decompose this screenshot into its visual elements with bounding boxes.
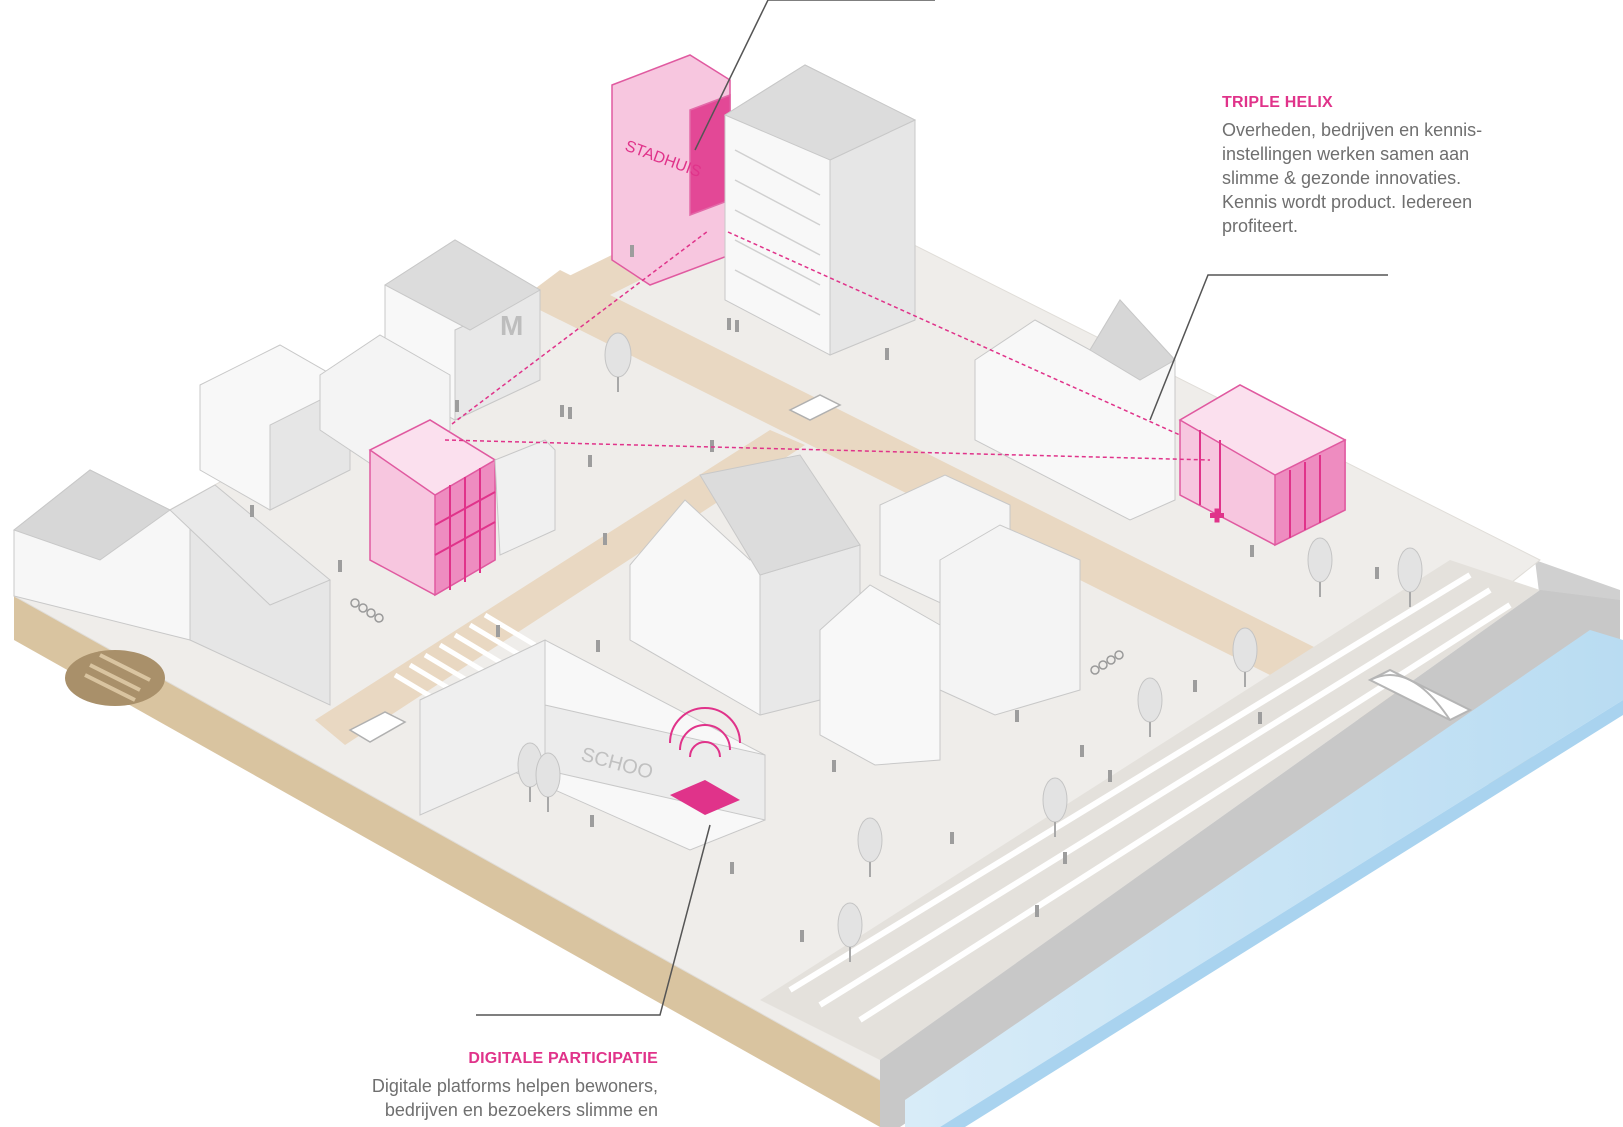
- annotation-line: slimme & gezonde innovaties.: [1222, 168, 1462, 188]
- leader-lines: [476, 0, 1388, 1016]
- tree-icon: [517, 332, 1423, 948]
- annotation-triple-helix: TRIPLE HELIX Overheden, bedrijven en ken…: [1222, 94, 1582, 238]
- person-icon: [250, 245, 1379, 942]
- canal-edge: [940, 700, 1623, 1127]
- building-pink-right: [1178, 384, 1347, 547]
- building-right-terrace: [974, 299, 1176, 521]
- pink-right-windows: [1199, 430, 1321, 538]
- promenade: [760, 560, 1540, 1060]
- car-icon: [348, 394, 842, 743]
- annotation-body: Digitale platforms helpen bewoners, bedr…: [258, 1074, 658, 1122]
- annotation-body: Overheden, bedrijven en kennis- instelli…: [1222, 118, 1582, 238]
- tunnel-icon: [65, 650, 165, 706]
- medical-cross-icon: [1210, 508, 1224, 523]
- annotation-line: Overheden, bedrijven en kennis-: [1222, 120, 1483, 140]
- annotation-title: TRIPLE HELIX: [1222, 94, 1333, 111]
- school-pink-table: [670, 780, 740, 815]
- bicycle-rack-icon: [350, 598, 1124, 675]
- tower-windows: [734, 149, 821, 316]
- bridge-icon: [1367, 668, 1473, 722]
- building-row-left: [12, 469, 331, 706]
- annotation-line: Digitale platforms helpen bewoners,: [371, 1076, 658, 1096]
- soil-left-side: [14, 596, 880, 1127]
- wifi-icon: [669, 707, 741, 758]
- annotation-line: instellingen werken samen aan: [1222, 144, 1470, 164]
- road-cross-diagonal: [520, 270, 1540, 790]
- annotation-line: bedrijven en bezoekers slimme en: [384, 1100, 658, 1120]
- museum-sign: M: [500, 310, 523, 341]
- canal-water: [905, 630, 1623, 1127]
- tree-trunks: [529, 377, 1411, 962]
- annotation-digitale-participatie: DIGITALE PARTICIPATIE Digitale platforms…: [258, 1050, 658, 1122]
- promenade-lanes: [788, 572, 1512, 1023]
- annotation-line: Kennis wordt product. Iedereen: [1222, 192, 1473, 212]
- annotation-line: profiteert.: [1222, 216, 1299, 236]
- building-central-gables: [629, 454, 1081, 766]
- pink-left-windows: [434, 468, 496, 590]
- building-right-small: [494, 439, 556, 556]
- connection-lines: [444, 230, 1211, 461]
- annotation-title: DIGITALE PARTICIPATIE: [468, 1050, 658, 1067]
- building-tower: [723, 64, 917, 356]
